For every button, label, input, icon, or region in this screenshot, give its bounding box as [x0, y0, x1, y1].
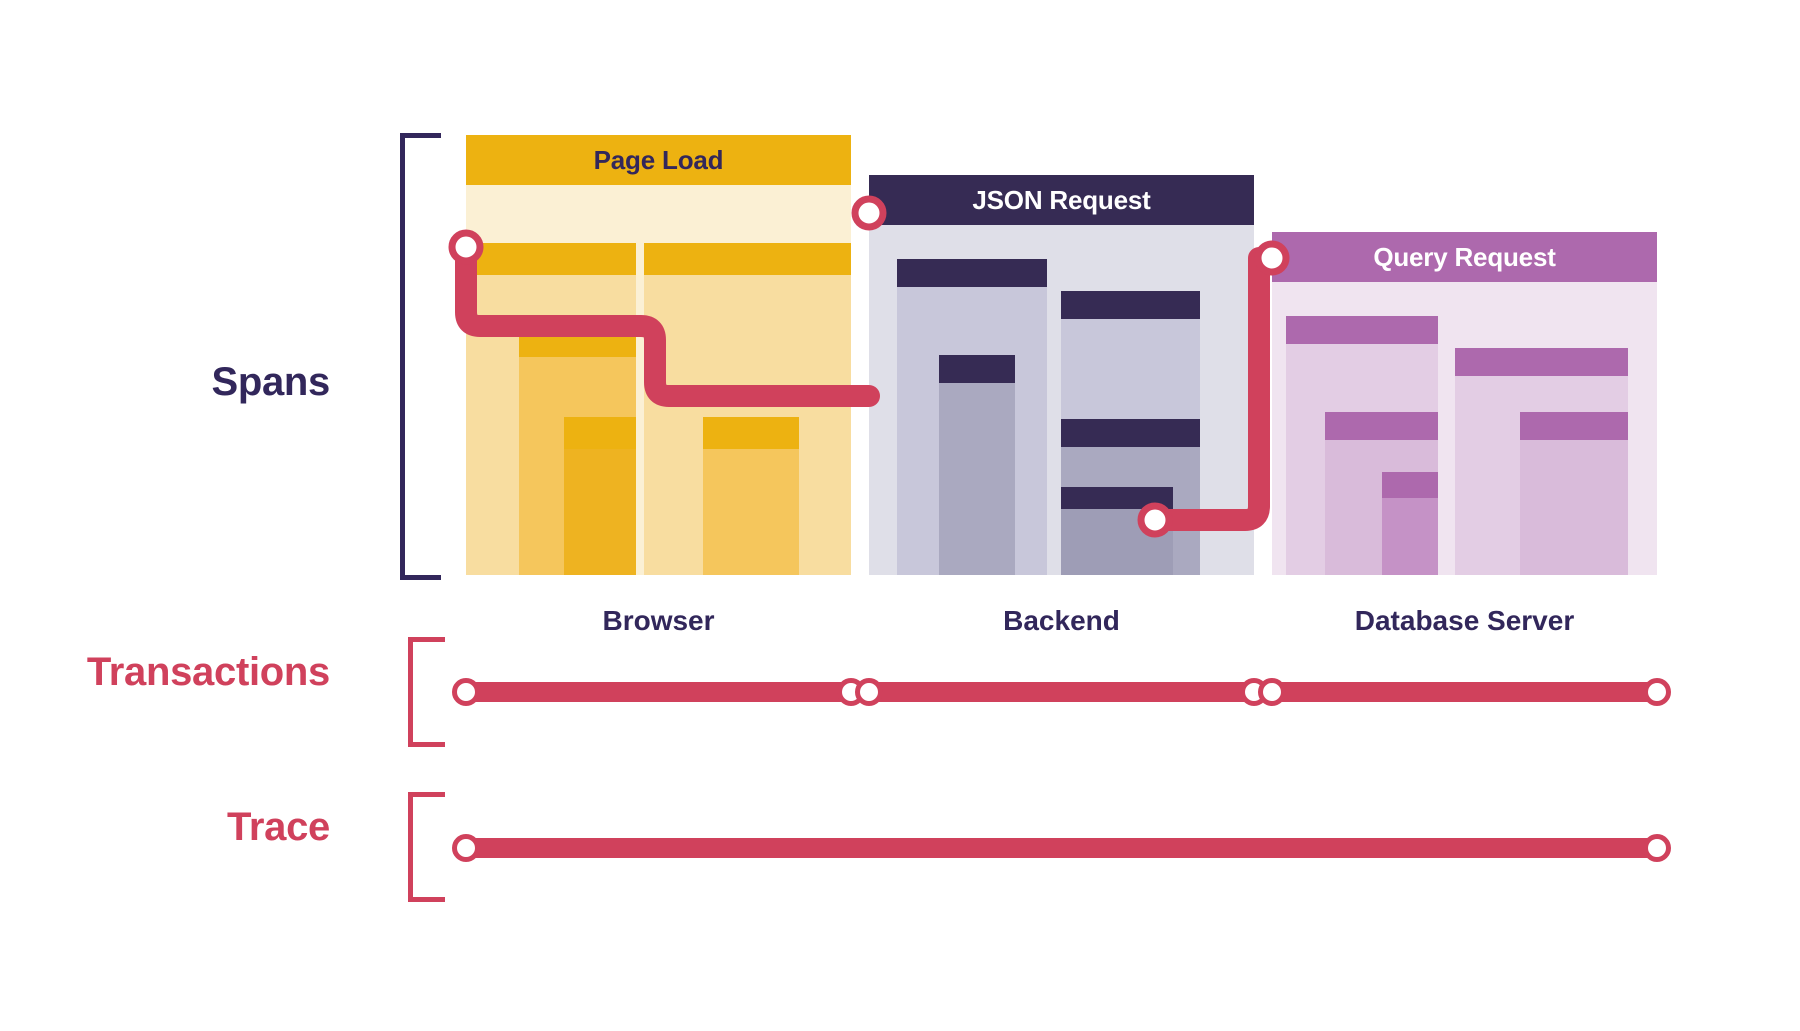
span-bar[interactable] — [939, 355, 1015, 575]
span-panel-backend[interactable]: JSON Request — [869, 175, 1254, 575]
span-bar[interactable] — [1061, 487, 1173, 575]
row-label-transactions: Transactions — [86, 650, 330, 694]
bracket-trace — [408, 792, 445, 902]
trace-span[interactable] — [466, 838, 1657, 858]
span-panel-body-database — [1272, 282, 1657, 575]
transaction-browser-start-dot[interactable] — [452, 678, 480, 706]
span-bar-head — [1061, 487, 1173, 509]
span-bar-head — [703, 417, 799, 449]
transaction-database-start-dot[interactable] — [1258, 678, 1286, 706]
span-panel-title-browser: Page Load — [466, 135, 851, 185]
span-bar[interactable] — [703, 417, 799, 575]
span-bar-head — [644, 243, 851, 275]
span-bar-head — [519, 325, 636, 357]
span-bar-head — [1286, 316, 1438, 344]
transaction-database[interactable] — [1272, 682, 1657, 702]
span-bar-head — [1520, 412, 1628, 440]
span-bar-head — [1455, 348, 1628, 376]
column-caption-backend: Backend — [1003, 605, 1120, 636]
column-caption-database: Database Server — [1354, 605, 1575, 636]
span-bar[interactable] — [1520, 412, 1628, 575]
span-panel-database[interactable]: Query Request — [1272, 232, 1657, 575]
column-caption-browser: Browser — [602, 605, 715, 636]
transaction-backend[interactable] — [869, 682, 1254, 702]
bracket-spans — [400, 133, 441, 580]
span-panel-browser[interactable]: Page Load — [466, 135, 851, 575]
span-bar-head — [1061, 291, 1200, 319]
span-panel-title-backend: JSON Request — [869, 175, 1254, 225]
transaction-database-end-dot[interactable] — [1643, 678, 1671, 706]
span-bar[interactable] — [1382, 472, 1438, 575]
trace-span-start-dot[interactable] — [452, 834, 480, 862]
span-panel-title-database: Query Request — [1272, 232, 1657, 282]
span-bar-head — [1382, 472, 1438, 498]
span-bar-head — [897, 259, 1047, 287]
trace-span-end-dot[interactable] — [1643, 834, 1671, 862]
transaction-backend-start-dot[interactable] — [855, 678, 883, 706]
span-bar-head — [1061, 419, 1200, 447]
row-label-trace: Trace — [226, 805, 330, 849]
bracket-transactions — [408, 637, 445, 747]
span-panel-body-backend — [869, 225, 1254, 575]
transaction-browser[interactable] — [466, 682, 851, 702]
span-bar-head — [939, 355, 1015, 383]
span-bar-head — [564, 417, 636, 449]
span-bar-head — [1325, 412, 1438, 440]
span-panel-body-browser — [466, 185, 851, 575]
row-label-spans: Spans — [211, 360, 330, 404]
span-bar-head — [466, 243, 636, 275]
span-bar[interactable] — [564, 417, 636, 575]
